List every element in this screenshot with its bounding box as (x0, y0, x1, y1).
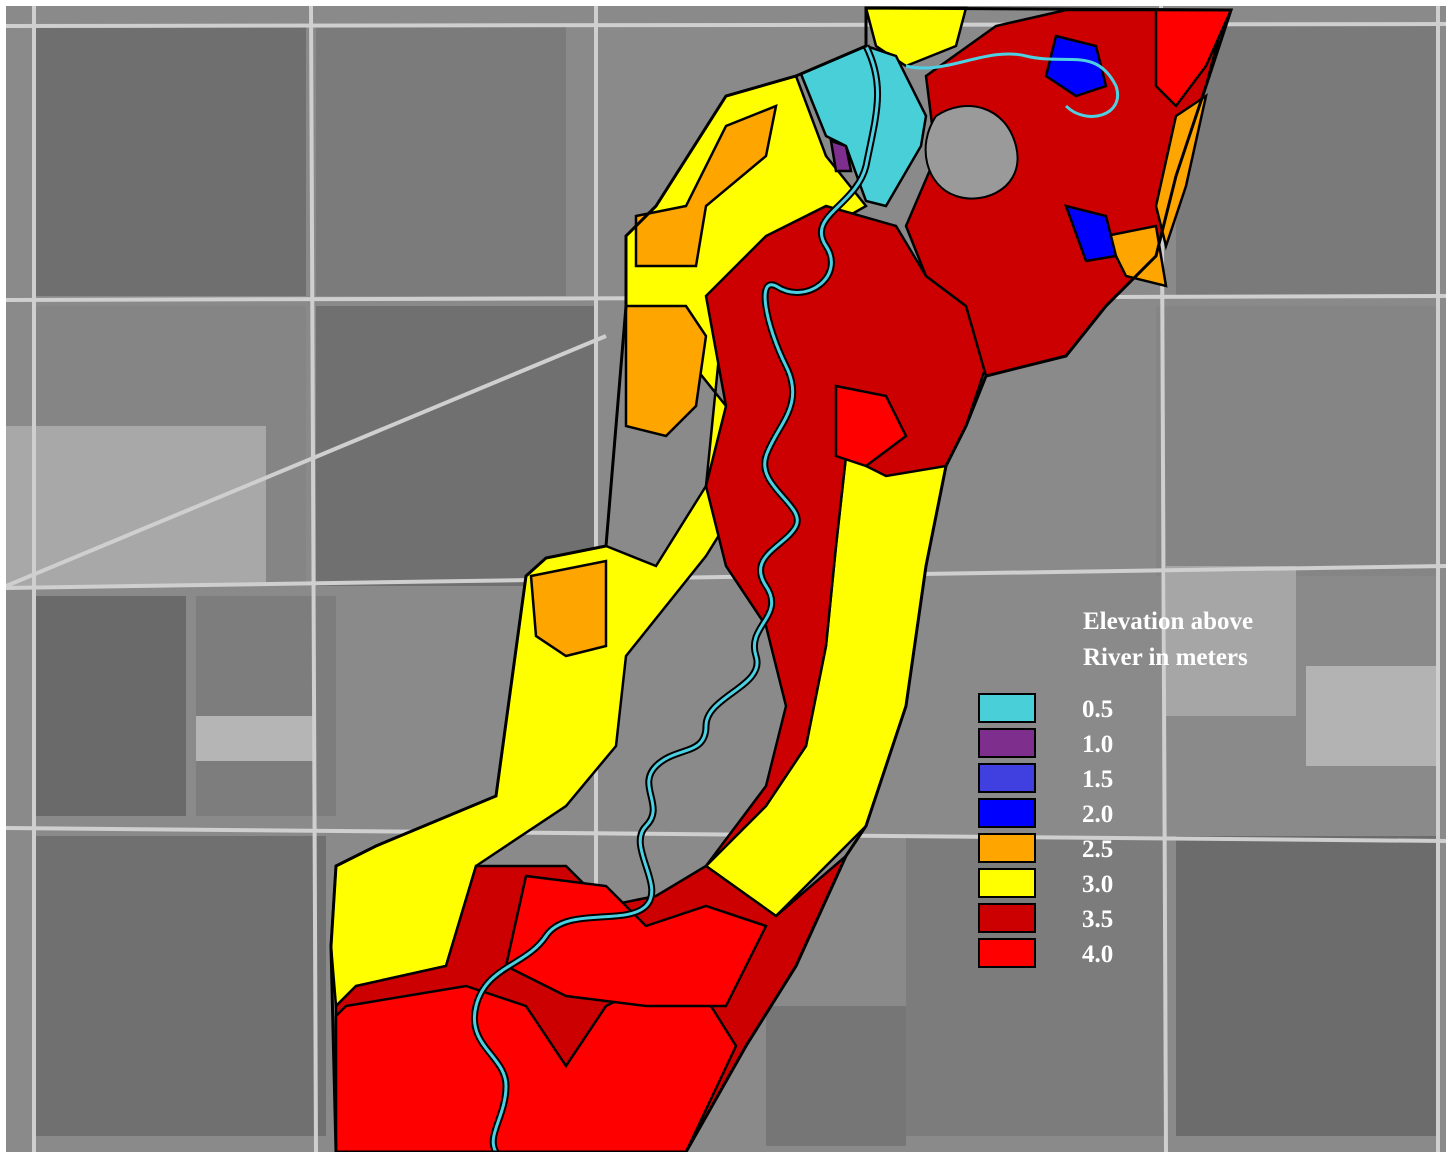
legend-label: 1.0 (1082, 731, 1114, 758)
legend-entry: 1.0 (978, 728, 1178, 762)
river-upper-branch (905, 52, 1120, 118)
zone-0-5-lake (799, 44, 928, 208)
legend-entry: 2.5 (978, 833, 1178, 867)
zone-2-5-east-pocket (1104, 224, 1168, 288)
zone-2-0-northeast (1044, 34, 1108, 98)
zone-4-0-east (834, 384, 908, 468)
legend-swatch (978, 833, 1036, 863)
legend-swatch (978, 763, 1036, 793)
legend-swatch (978, 938, 1036, 968)
legend-title-line2: River in meters (1083, 644, 1248, 671)
legend-label: 2.5 (1082, 836, 1114, 863)
zone-2-5-northwest (634, 103, 778, 268)
legend-swatch (978, 798, 1036, 828)
study-area-outline (329, 6, 1234, 1152)
floodplain-corridor (924, 105, 1019, 200)
legend-label: 3.5 (1082, 906, 1114, 933)
map-canvas (6, 6, 1446, 1152)
zone-2-5-southwest (529, 559, 608, 658)
legend-swatch (978, 728, 1036, 758)
zone-4-0-mid (504, 874, 768, 1008)
legend-entry: 3.5 (978, 903, 1178, 937)
legend-title: Elevation above River in meters (1083, 604, 1253, 676)
legend-swatch (978, 693, 1036, 723)
legend-label: 0.5 (1082, 696, 1114, 723)
legend-title-line1: Elevation above (1083, 608, 1254, 635)
legend-entry: 0.5 (978, 693, 1178, 727)
legend-entry: 2.0 (978, 798, 1178, 832)
legend-entry: 3.0 (978, 868, 1178, 902)
elevation-zones (329, 6, 1233, 1152)
legend-label: 1.5 (1082, 766, 1114, 793)
legend-label: 2.0 (1082, 801, 1114, 828)
legend-label: 3.0 (1082, 871, 1114, 898)
river-water (472, 45, 880, 1152)
zone-2-5-west (624, 304, 708, 438)
legend-entry: 1.5 (978, 763, 1178, 797)
legend-entry: 4.0 (978, 938, 1178, 972)
legend-swatch (978, 868, 1036, 898)
legend-swatch (978, 903, 1036, 933)
legend-label: 4.0 (1082, 941, 1114, 968)
aerial-map (6, 6, 1446, 1152)
zone-2-0-east (1064, 204, 1118, 263)
